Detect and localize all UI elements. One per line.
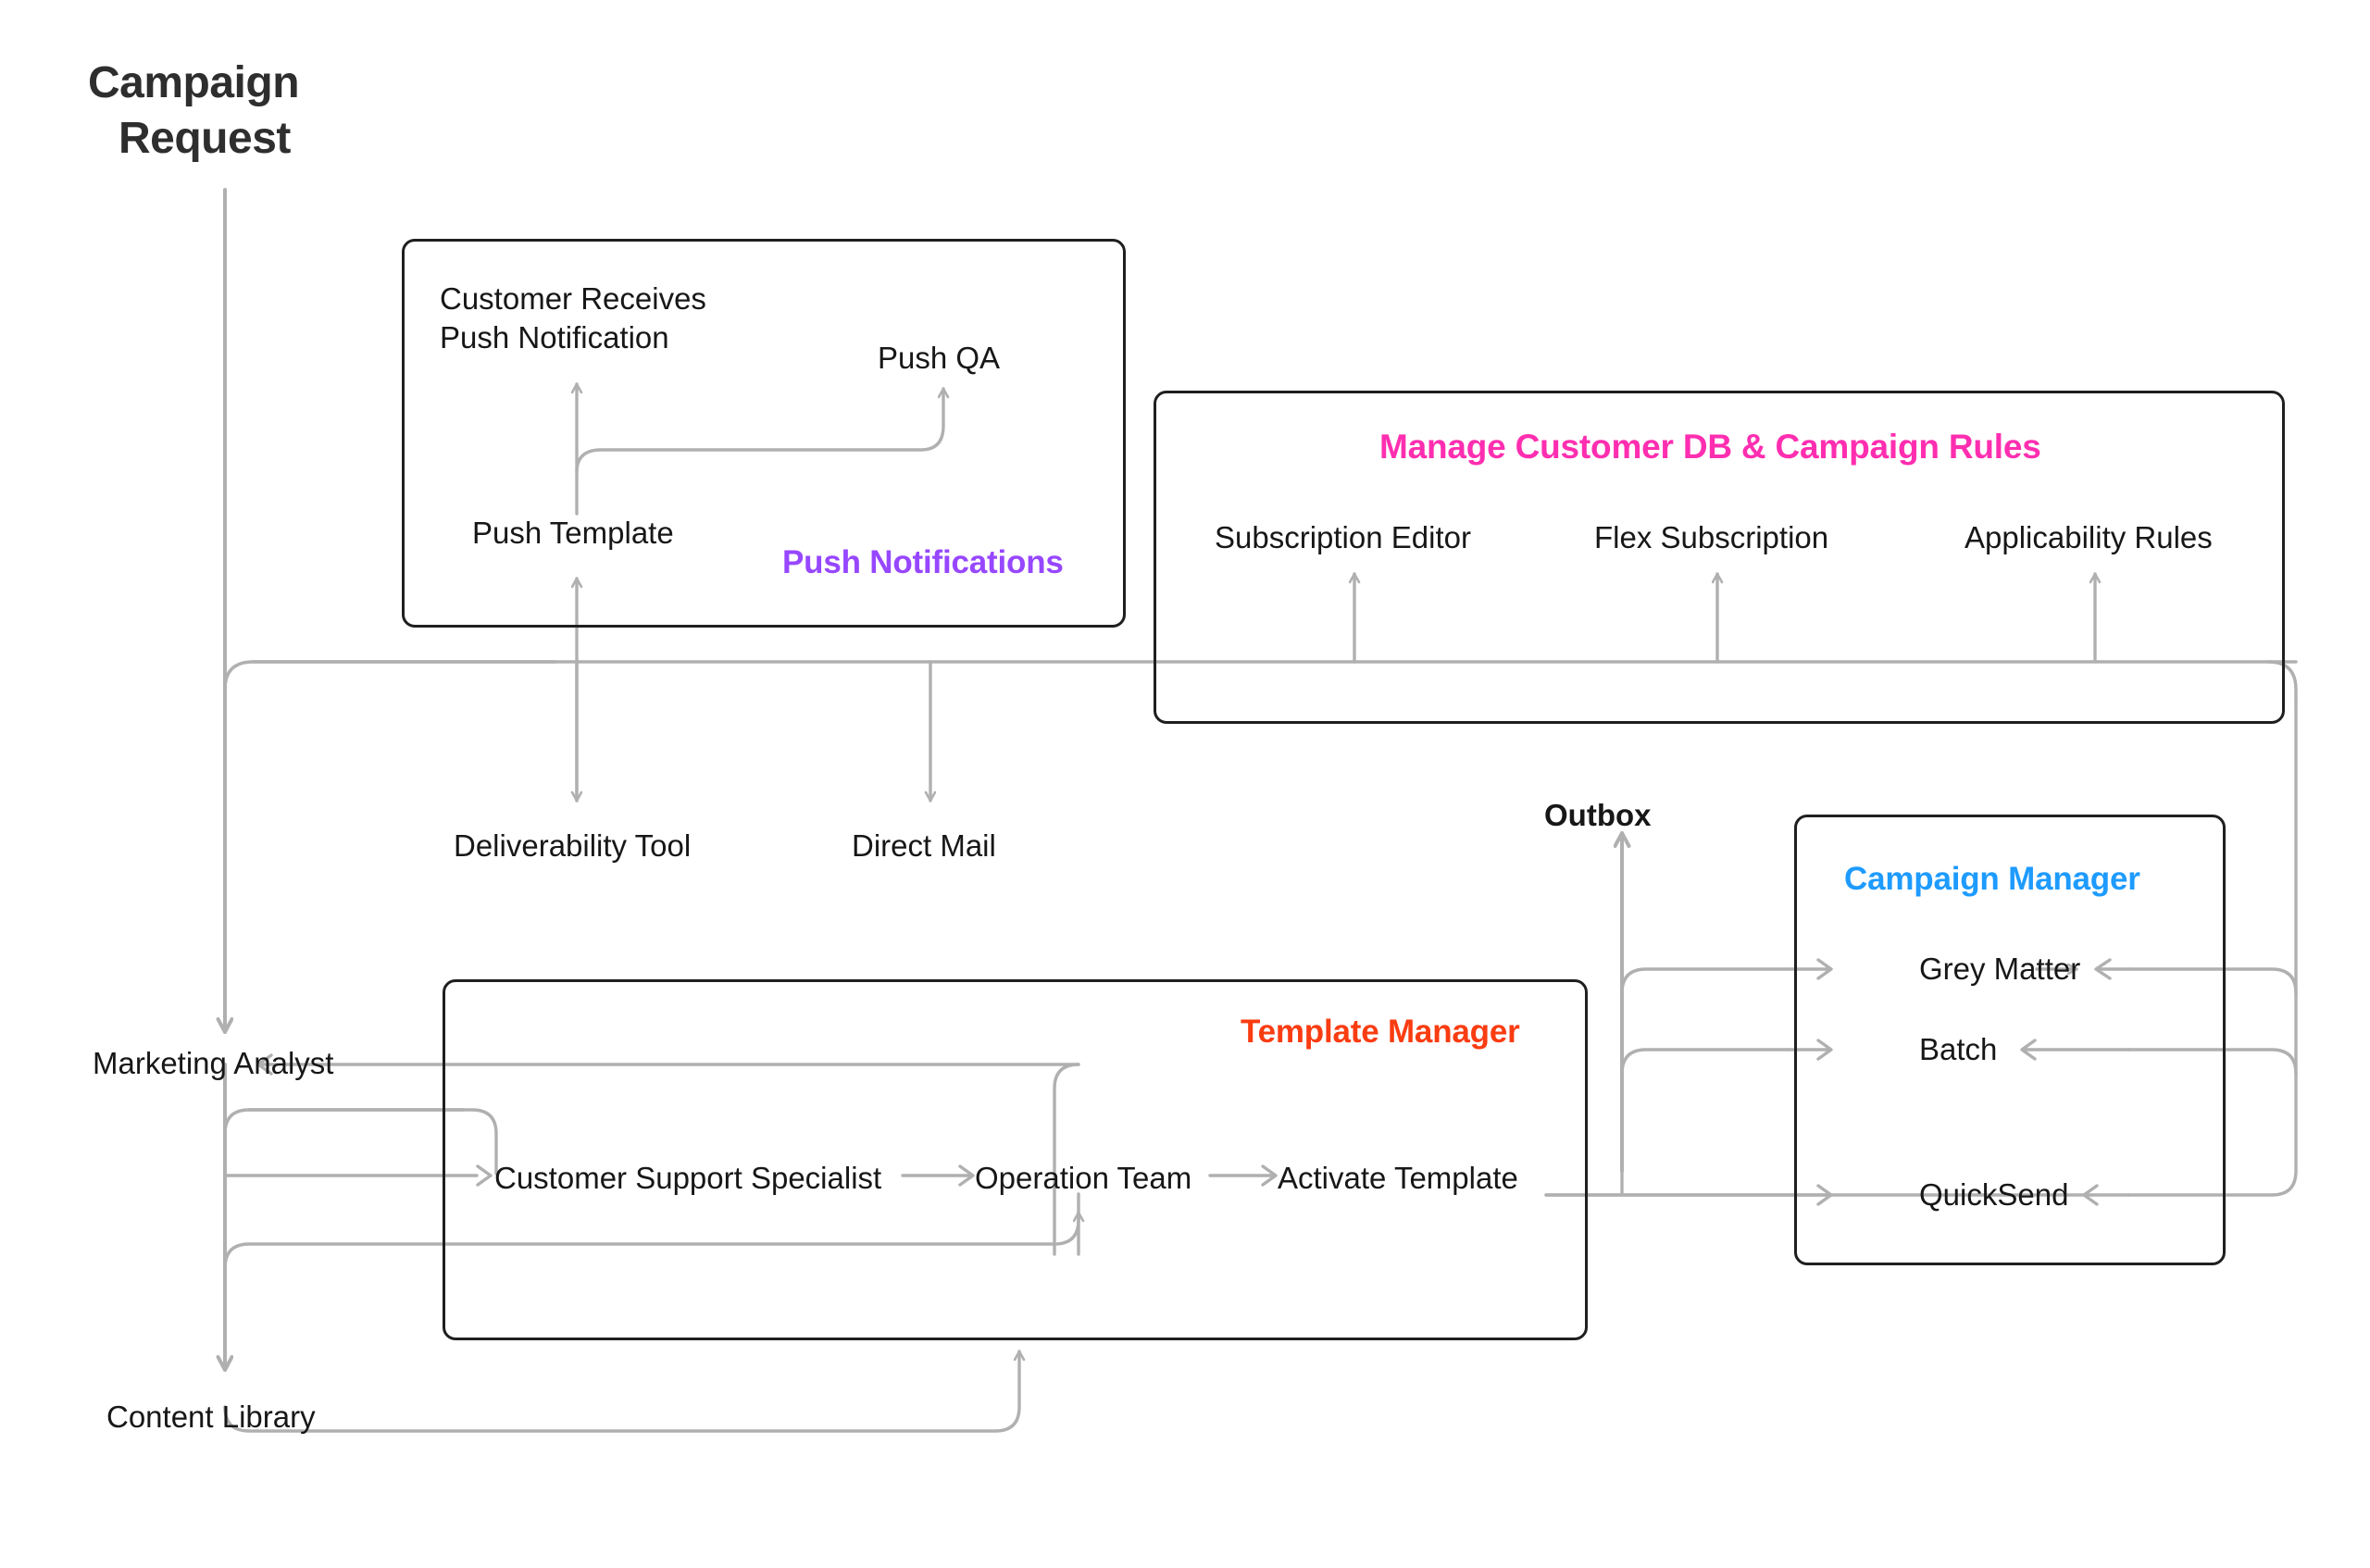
node-push-template[interactable]: Push Template xyxy=(472,516,674,550)
group-template-manager xyxy=(443,979,1588,1340)
node-flex-subscription[interactable]: Flex Subscription xyxy=(1594,520,1829,554)
page-title-line-1: Campaign xyxy=(88,58,300,107)
node-quicksend[interactable]: QuickSend xyxy=(1919,1177,2069,1212)
group-manage-customer-db xyxy=(1154,391,2285,724)
group-title-template-manager: Template Manager xyxy=(1241,1014,1520,1050)
node-content-library[interactable]: Content Library xyxy=(106,1400,316,1434)
node-direct-mail[interactable]: Direct Mail xyxy=(852,828,996,863)
node-customer-support-specialist[interactable]: Customer Support Specialist xyxy=(494,1161,882,1195)
node-grey-matter[interactable]: Grey Matter xyxy=(1919,952,2081,986)
group-campaign-manager xyxy=(1794,815,2226,1265)
group-title-manage-customer-db: Manage Customer DB & Campaign Rules xyxy=(1379,428,2041,466)
page-title-line-2: Request xyxy=(118,114,291,164)
node-label-line-1: Customer Receives xyxy=(440,281,706,316)
group-title-campaign-manager: Campaign Manager xyxy=(1844,861,2140,897)
node-marketing-analyst[interactable]: Marketing Analyst xyxy=(93,1046,334,1080)
page-title: Campaign Request xyxy=(88,56,477,168)
node-deliverability-tool[interactable]: Deliverability Tool xyxy=(454,828,692,863)
node-applicability-rules[interactable]: Applicability Rules xyxy=(1965,520,2213,554)
group-title-push-notifications: Push Notifications xyxy=(782,544,1064,580)
node-batch[interactable]: Batch xyxy=(1919,1032,1998,1066)
node-customer-receives-push-notification[interactable]: Customer Receives Push Notification xyxy=(440,280,706,357)
node-subscription-editor[interactable]: Subscription Editor xyxy=(1215,520,1471,554)
node-operation-team[interactable]: Operation Team xyxy=(975,1161,1192,1195)
node-label-line-2: Push Notification xyxy=(440,320,669,355)
node-activate-template[interactable]: Activate Template xyxy=(1278,1161,1518,1195)
group-push-notifications xyxy=(402,239,1126,628)
node-outbox[interactable]: Outbox xyxy=(1544,798,1652,832)
node-push-qa[interactable]: Push QA xyxy=(878,341,1001,375)
